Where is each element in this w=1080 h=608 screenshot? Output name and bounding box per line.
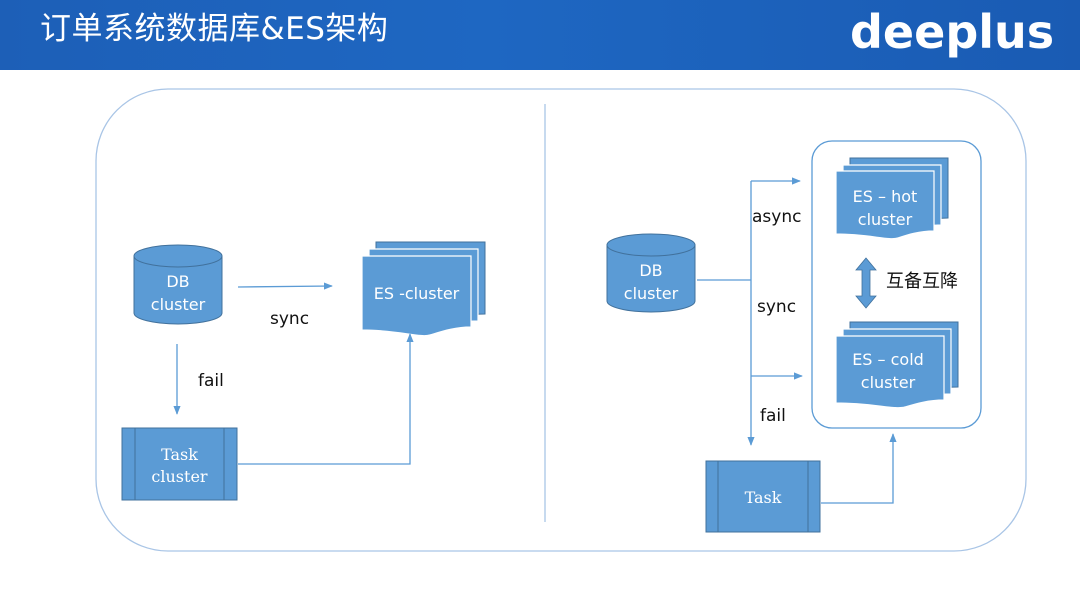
left-db-line2: cluster <box>150 295 206 314</box>
right-sync-label: sync <box>757 297 797 317</box>
left-db-cylinder <box>133 244 223 325</box>
left-fail-label: fail <box>198 371 224 391</box>
es-cold-line2: cluster <box>860 373 916 392</box>
left-task-to-es-arrow <box>238 333 414 465</box>
right-db-line2: cluster <box>623 284 679 303</box>
es-group-box <box>811 140 982 429</box>
es-cold-label: ES – cold cluster <box>836 348 940 394</box>
right-task-process <box>705 460 821 533</box>
left-task-line1: Task <box>161 445 198 464</box>
outer-panel <box>95 88 1027 552</box>
right-task-label: Task <box>744 488 782 507</box>
async-label: async <box>752 207 802 227</box>
es-cold-line1: ES – cold <box>852 350 924 369</box>
right-db-label: DB cluster <box>607 259 695 305</box>
left-sync-arrow <box>237 282 333 290</box>
es-hot-line2: cluster <box>857 210 913 229</box>
left-db-label: DB cluster <box>134 270 222 316</box>
left-sync-label: sync <box>270 309 310 329</box>
right-task-to-es-arrow <box>821 433 897 504</box>
right-db-cylinder <box>606 233 696 313</box>
left-db-line1: DB <box>166 272 190 291</box>
mutual-backup-label: 互备互降 <box>886 271 958 292</box>
mutual-backup-double-arrow <box>855 257 877 309</box>
right-fail-label: fail <box>760 406 786 426</box>
es-hot-label: ES – hot cluster <box>836 185 934 231</box>
right-db-line1: DB <box>639 261 663 280</box>
slide-header: 订单系统数据库&ES架构 deeplus <box>0 0 1080 70</box>
deeplus-logo: deeplus <box>850 5 1055 59</box>
es-hot-line1: ES – hot <box>852 187 918 206</box>
es-cold-multidoc <box>835 321 959 409</box>
left-es-label: ES -cluster <box>373 284 460 303</box>
left-es-multidoc <box>361 241 486 337</box>
slide-title: 订单系统数据库&ES架构 <box>40 11 389 47</box>
left-task-process <box>121 427 238 501</box>
left-task-line2: cluster <box>151 467 208 486</box>
es-hot-multidoc <box>835 157 949 240</box>
left-task-label: Task cluster <box>135 444 224 488</box>
